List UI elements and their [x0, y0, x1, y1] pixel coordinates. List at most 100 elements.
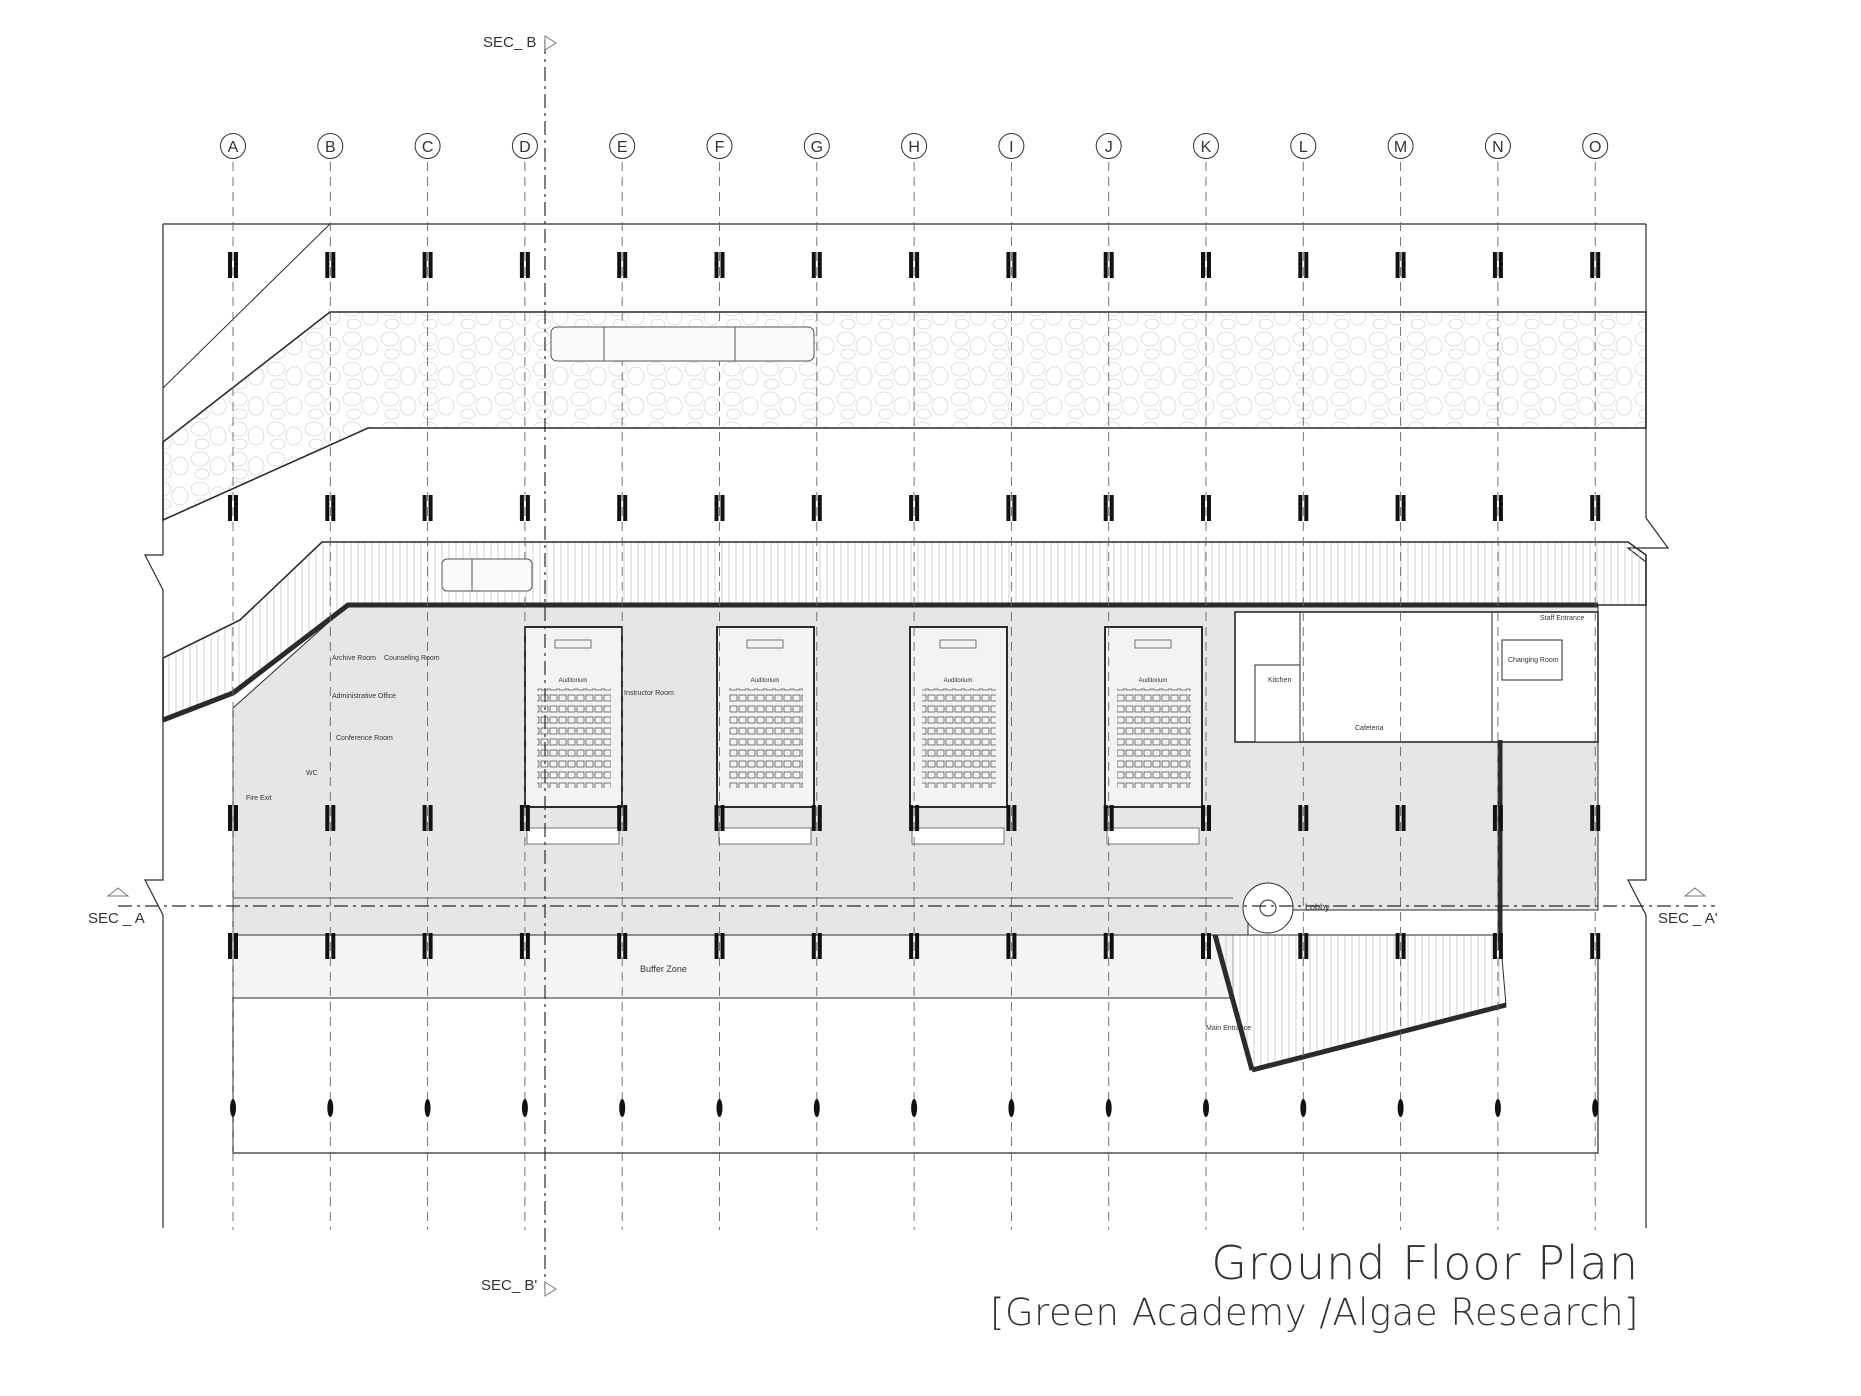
column — [428, 495, 433, 521]
grid-bubble — [706, 133, 733, 159]
grid-label: N — [1492, 139, 1504, 156]
column — [817, 933, 822, 959]
column — [617, 805, 622, 831]
column — [422, 252, 427, 278]
lab-bench — [1106, 827, 1200, 845]
column — [915, 252, 920, 278]
auditorium-stage — [554, 639, 592, 649]
column — [525, 805, 530, 831]
column — [1207, 252, 1211, 278]
column — [1590, 495, 1595, 521]
column — [1395, 933, 1400, 959]
column — [1008, 1099, 1015, 1117]
column — [714, 933, 719, 959]
archive-room-label: Archive Room — [332, 655, 376, 662]
column — [1498, 805, 1503, 831]
column — [1395, 805, 1400, 831]
column — [1201, 495, 1205, 521]
grid-label: D — [519, 139, 531, 156]
column — [811, 933, 816, 959]
column — [1596, 252, 1601, 278]
column — [1401, 933, 1406, 959]
grid-label: K — [1201, 139, 1212, 156]
column — [1590, 805, 1595, 831]
auditorium-seating — [922, 688, 996, 788]
column — [915, 933, 920, 959]
auditorium-label: Auditorium — [1139, 678, 1168, 684]
column — [525, 252, 530, 278]
column — [230, 1099, 236, 1117]
column — [1395, 252, 1400, 278]
grid-label: I — [1009, 139, 1013, 156]
column — [909, 933, 914, 959]
column — [331, 252, 336, 278]
column — [1492, 495, 1497, 521]
column — [1006, 805, 1011, 831]
cafeteria-label: Cafeteria — [1355, 725, 1384, 732]
column — [1304, 805, 1309, 831]
grid-label: L — [1299, 139, 1308, 156]
instructor-room-label: Instructor Room — [624, 690, 674, 697]
auditorium-seating — [1117, 688, 1191, 788]
grid-label: F — [715, 139, 725, 156]
counseling-room-label: Counseling Room — [384, 655, 440, 662]
grid-bubble — [901, 133, 928, 159]
column — [1596, 933, 1601, 959]
column — [1498, 252, 1503, 278]
grid-label: O — [1589, 139, 1601, 156]
column — [234, 495, 238, 521]
grid-label: H — [908, 139, 920, 156]
column — [915, 495, 920, 521]
column — [331, 805, 336, 831]
column — [714, 495, 719, 521]
column — [1401, 805, 1406, 831]
column — [327, 1099, 334, 1117]
column — [1012, 933, 1017, 959]
grid-label: M — [1394, 139, 1407, 156]
column — [623, 252, 628, 278]
column — [428, 805, 433, 831]
column — [325, 495, 330, 521]
column — [720, 805, 725, 831]
column — [720, 495, 725, 521]
column — [422, 933, 427, 959]
auditorium-seating — [729, 688, 803, 788]
column — [716, 1099, 723, 1117]
parking-area — [232, 935, 1599, 1154]
column — [1492, 805, 1497, 831]
column — [817, 252, 822, 278]
auditorium-label: Auditorium — [751, 678, 780, 684]
section-b-top-label: SEC_ B — [483, 34, 536, 51]
column — [811, 805, 816, 831]
entrance-ramp — [1214, 934, 1507, 1071]
column — [1395, 495, 1400, 521]
auditorium-stage — [746, 639, 784, 649]
column — [325, 252, 330, 278]
column — [909, 495, 914, 521]
column — [525, 933, 530, 959]
column — [1304, 252, 1309, 278]
column — [1012, 495, 1017, 521]
site-boundary — [144, 223, 1670, 1228]
column — [720, 933, 725, 959]
column — [325, 933, 330, 959]
column — [422, 805, 427, 831]
column — [1298, 933, 1303, 959]
column — [234, 252, 238, 278]
grid-bubble — [511, 133, 538, 159]
column — [619, 1099, 626, 1117]
column — [228, 252, 232, 278]
column — [1109, 495, 1114, 521]
column — [1012, 805, 1017, 831]
column — [1401, 252, 1406, 278]
column — [1298, 252, 1303, 278]
auditorium-seating — [537, 688, 611, 788]
column — [909, 252, 914, 278]
column — [813, 1099, 820, 1117]
column — [617, 933, 622, 959]
column — [1203, 1099, 1209, 1117]
column — [525, 495, 530, 521]
grid-bubble — [1484, 133, 1511, 159]
grid-bubble — [414, 133, 441, 159]
